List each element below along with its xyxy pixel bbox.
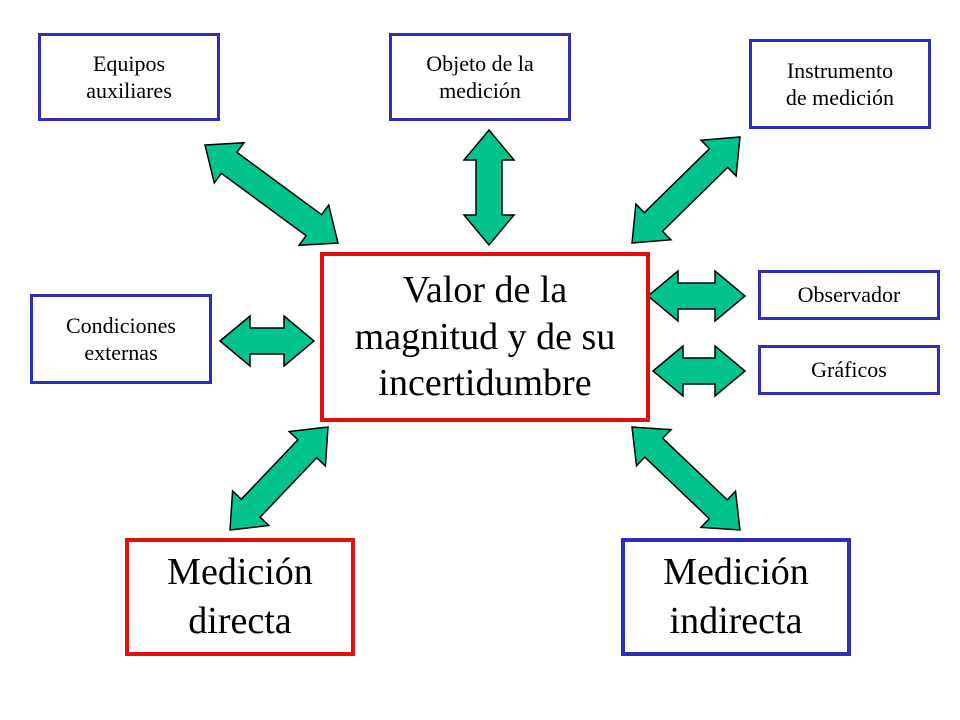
node-observador-label: Observador <box>797 282 901 308</box>
node-objeto-medicion: Objeto de la medición <box>389 33 571 121</box>
node-directa-label: Medición directa <box>167 550 313 642</box>
node-objeto-label: Objeto de la medición <box>426 50 534 104</box>
arrow-objeto <box>462 128 516 247</box>
node-medicion-directa: Medición directa <box>125 538 355 656</box>
arrow-graficos <box>651 344 747 398</box>
node-medicion-indirecta: Medición indirecta <box>621 538 851 656</box>
node-condiciones-label: Condiciones externas <box>66 312 176 366</box>
node-indirecta-label: Medición indirecta <box>663 550 809 642</box>
arrow-equipos <box>204 141 339 247</box>
arrow-condiciones <box>218 314 316 368</box>
arrow-directa <box>229 426 329 531</box>
node-condiciones-externas: Condiciones externas <box>30 294 212 384</box>
arrow-instrumento <box>631 136 741 244</box>
node-equipos-auxiliares: Equipos auxiliares <box>38 33 220 121</box>
center-node: Valor de la magnitud y de su incertidumb… <box>320 252 650 422</box>
node-equipos-label: Equipos auxiliares <box>86 50 172 104</box>
node-instrumento-medicion: Instrumento de medición <box>749 39 931 129</box>
center-node-label: Valor de la magnitud y de su incertidumb… <box>354 269 616 405</box>
node-observador: Observador <box>758 270 940 320</box>
arrow-indirecta <box>631 426 741 531</box>
node-instrumento-label: Instrumento de medición <box>785 57 895 111</box>
node-graficos: Gráficos <box>758 345 940 395</box>
arrow-observador <box>646 269 747 323</box>
node-graficos-label: Gráficos <box>811 357 887 383</box>
